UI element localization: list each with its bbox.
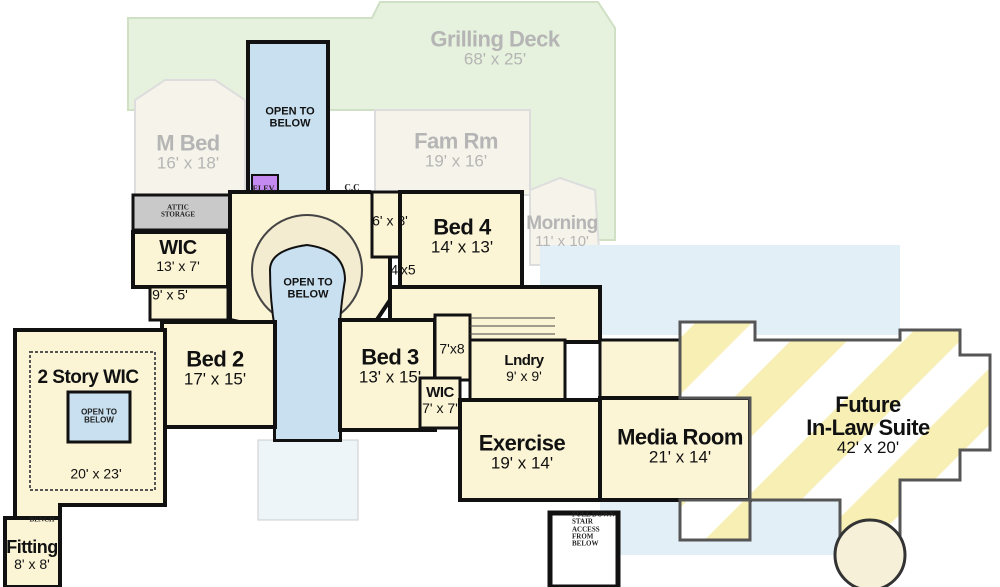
fam-rm-ghost [374,109,531,196]
room-name: Bed 3 [361,344,419,370]
room-size: 68' x 25' [463,49,527,69]
fam-rm-label: Fam Rm 19' x 16' [414,128,498,171]
closet-4x5-label: 4'x5 [390,261,416,278]
story-wic-size: 20' x 23' [70,465,122,482]
cc-label: C.C [344,182,360,193]
exercise-label: Exercise 19' x 14' [478,430,566,473]
room-name: Exercise [478,430,566,456]
elevator-label: ELEV. [252,183,276,193]
balcony-bottom [257,439,359,521]
bed3-label: Bed 3 13' x 15' [358,344,422,387]
bath-6x8-label: 6' x 8' [372,212,408,229]
morning-ghost [529,176,602,266]
fitting-room [3,516,62,587]
laundry-label: Lndry 9' x 9' [504,351,544,384]
room-name: Future [835,391,901,417]
room-size: 21' x 14' [648,447,712,467]
room-size: 42' x 20' [836,438,900,458]
stair-treads [470,317,555,335]
bed4-label: Bed 4 14' x 13' [430,214,494,257]
wic-room [131,230,230,289]
room-size: 19' x 16' [424,151,488,171]
open-to-below-top-label: OPEN TO BELOW [265,105,315,129]
room-name: 2 Story WIC [37,367,139,389]
wic-label: WIC 13' x 7' [156,238,199,274]
bed4-room [398,190,524,289]
room-name: M Bed [156,130,220,156]
fitting-label: Fitting 8' x 8' [6,537,58,573]
room-size: 16' x 18' [156,153,220,173]
bed2-label: Bed 2 17' x 15' [183,346,247,389]
open-to-below-wic [66,390,132,444]
room-size: 17' x 15' [183,369,247,389]
bath-9x5-label: 9' x 5' [152,286,188,303]
future-in-law-suite [678,320,992,547]
media-hall [598,338,682,402]
open-to-below-wic-label: OPEN TO BELOW [81,407,117,425]
room-size: 8' x 8' [14,556,50,573]
room-size: 7' x 7' [422,399,458,416]
wic2-label: WIC 7' x 7' [422,385,458,415]
bed2-room [160,320,277,429]
room-size: 14' x 13' [430,237,494,257]
room-size: 9' x 9' [506,367,542,384]
media-room-label: Media Room 21' x 14' [617,424,743,467]
room-name: WIC [426,383,454,401]
bath-7x8-label: 7'x8 [439,340,465,357]
room-name: Fitting [6,537,58,558]
room-name: Bed 4 [433,214,491,240]
room-size: 19' x 14' [490,453,554,473]
room-name: Grilling Deck [430,26,560,52]
exercise-room [458,398,602,502]
room-name: Morning [526,213,598,235]
room-size: 13' x 15' [358,367,422,387]
room-name: Lndry [504,351,544,369]
open-to-below-stair-label: OPEN TO BELOW [283,276,333,300]
room-name: WIC [159,237,197,260]
stair-access-label: FULL DOWN STAIR ACCESS FROM BELOW [572,510,615,549]
open-to-below-stair [268,243,347,441]
media-room [598,396,752,502]
room-name: Fam Rm [414,128,498,154]
room-size: 13' x 7' [156,258,200,275]
stair-access-box [547,510,621,587]
room-name-line2: In-Law Suite [806,415,930,441]
grilling-deck-label: Grilling Deck 68' x 25' [430,26,560,69]
future-suite-label: Future In-Law Suite 42' x 20' [806,393,930,457]
story-wic-label: 2 Story WIC [37,367,139,389]
attic-storage-label: ATTIC STORAGE [160,203,196,219]
spiral-stair-suite [833,518,907,587]
story-wic-inner [29,351,156,491]
room-name: Bed 2 [186,346,244,372]
bench-label: BENCH [29,515,55,524]
bath-9x5 [148,285,230,322]
room-size: 11' x 10' [535,233,589,251]
m-bed-label: M Bed 16' x 18' [156,130,220,173]
morning-label: Morning 11' x 10' [526,213,598,251]
room-name: Media Room [617,424,743,450]
